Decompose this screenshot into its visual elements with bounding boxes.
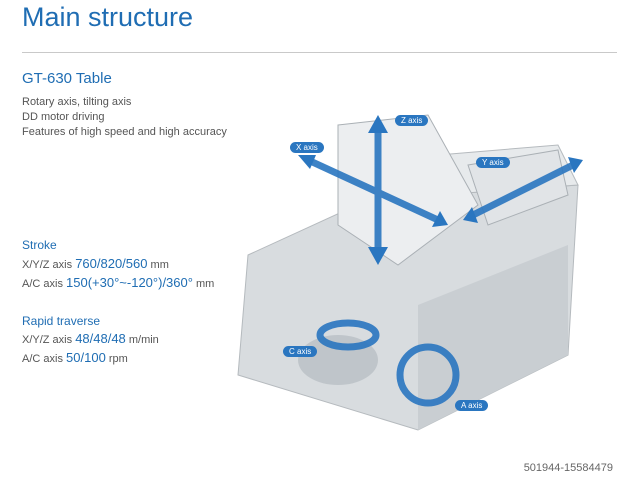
value: 50/100: [66, 350, 106, 365]
feature-list: Rotary axis, tilting axis DD motor drivi…: [22, 95, 227, 140]
divider: [22, 52, 617, 53]
machine-illustration: [237, 114, 583, 431]
value: 48/48/48: [75, 331, 126, 346]
stroke-ac: A/C axis 150(+30°~-120°)/360° mm: [22, 275, 214, 290]
rapid-xyz: X/Y/Z axis 48/48/48 m/min: [22, 331, 159, 346]
feature-item: DD motor driving: [22, 111, 105, 123]
rapid-ac: A/C axis 50/100 rpm: [22, 350, 128, 365]
label: X/Y/Z axis: [22, 259, 73, 271]
unit: m/min: [128, 334, 159, 346]
value: 760/820/560: [75, 256, 148, 271]
stroke-xyz: X/Y/Z axis 760/820/560 mm: [22, 256, 169, 271]
section-subtitle: GT-630 Table: [22, 70, 112, 87]
unit: rpm: [108, 353, 128, 365]
watermark: 501944-15584479: [523, 462, 613, 474]
c-axis-label: C axis: [283, 346, 318, 357]
y-axis-label: Y axis: [476, 157, 510, 168]
label: A/C axis: [22, 278, 63, 290]
page-title: Main structure: [22, 2, 194, 32]
z-axis-label: Z axis: [395, 115, 429, 126]
unit: mm: [196, 278, 215, 290]
value: 150(+30°~-120°)/360°: [66, 275, 193, 290]
label: X/Y/Z axis: [22, 334, 73, 346]
feature-item: Rotary axis, tilting axis: [22, 96, 132, 108]
rapid-heading: Rapid traverse: [22, 314, 101, 328]
unit: mm: [150, 259, 169, 271]
label: A/C axis: [22, 353, 63, 365]
stroke-heading: Stroke: [22, 238, 57, 252]
feature-item: Features of high speed and high accuracy: [22, 126, 227, 138]
x-axis-label: X axis: [290, 142, 324, 153]
a-axis-label: A axis: [455, 400, 489, 411]
